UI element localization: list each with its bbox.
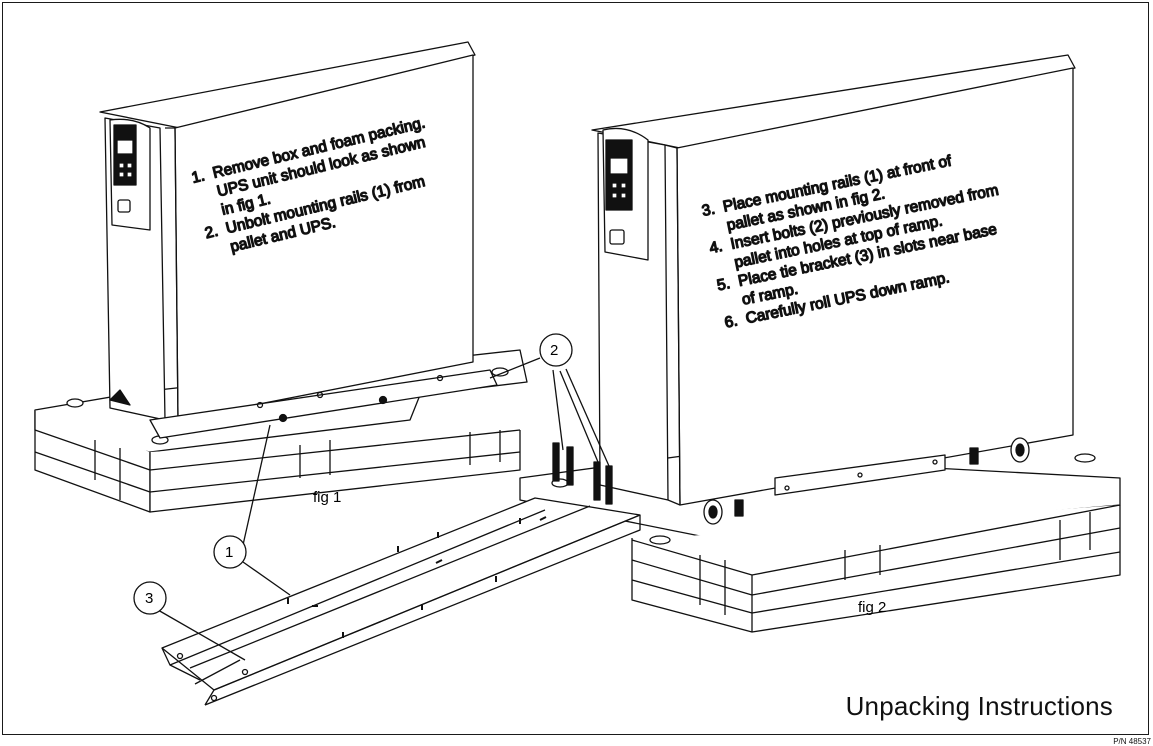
fig2-ramp-rails (161, 497, 641, 706)
fig2-ups-cabinet (591, 54, 1076, 525)
callout-2: 2 (489, 333, 610, 467)
callout-1: 1 (213, 424, 291, 596)
part-number: P/N 48537 (1113, 737, 1151, 746)
fig2-label: fig 2 (858, 599, 886, 616)
callout-3: 3 (133, 581, 246, 661)
drawing-border (2, 2, 1149, 735)
callout-2-number: 2 (550, 342, 558, 359)
fig1-label: fig 1 (313, 489, 341, 506)
fig1-ups-cabinet (99, 41, 498, 439)
fig2-bolts (552, 442, 613, 505)
callout-1-number: 1 (225, 544, 233, 561)
callout-3-number: 3 (145, 590, 153, 607)
page-title: Unpacking Instructions (845, 691, 1113, 721)
